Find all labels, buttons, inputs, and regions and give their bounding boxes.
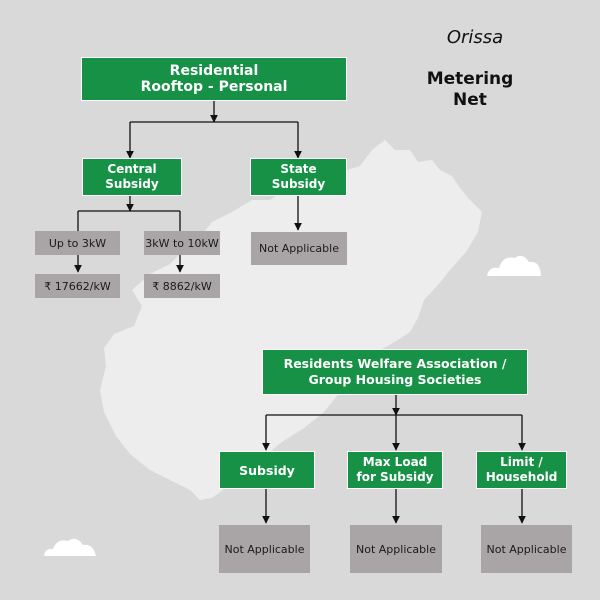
node-residential-rooftop: Residential Rooftop - Personal — [81, 57, 347, 101]
cloud-icon — [487, 255, 541, 276]
region-label: Orissa — [446, 27, 504, 48]
node-residents-welfare-association: Residents Welfare Association / Group Ho… — [262, 349, 528, 395]
node-state-not-applicable: Not Applicable — [251, 232, 347, 265]
node-state-subsidy: State Subsidy — [250, 158, 347, 196]
orissa-map-outline — [100, 140, 482, 500]
node-central-subsidy: Central Subsidy — [82, 158, 182, 196]
metering-title: Metering Net — [426, 69, 514, 110]
node-3kw-to-10kw: 3kW to 10kW — [144, 231, 220, 255]
node-subsidy-not-applicable: Not Applicable — [219, 525, 310, 573]
node-rate-up-to-3kw: ₹ 17662/kW — [35, 274, 120, 298]
node-rate-3kw-to-10kw: ₹ 8862/kW — [144, 274, 220, 298]
node-limit-per-household: Limit / Household — [476, 451, 567, 489]
node-up-to-3kw: Up to 3kW — [35, 231, 120, 255]
cloud-icon — [44, 538, 96, 556]
node-max-load-not-applicable: Not Applicable — [350, 525, 442, 573]
node-limit-not-applicable: Not Applicable — [481, 525, 572, 573]
node-max-load-for-subsidy: Max Load for Subsidy — [347, 451, 443, 489]
node-rwa-subsidy: Subsidy — [219, 451, 315, 489]
